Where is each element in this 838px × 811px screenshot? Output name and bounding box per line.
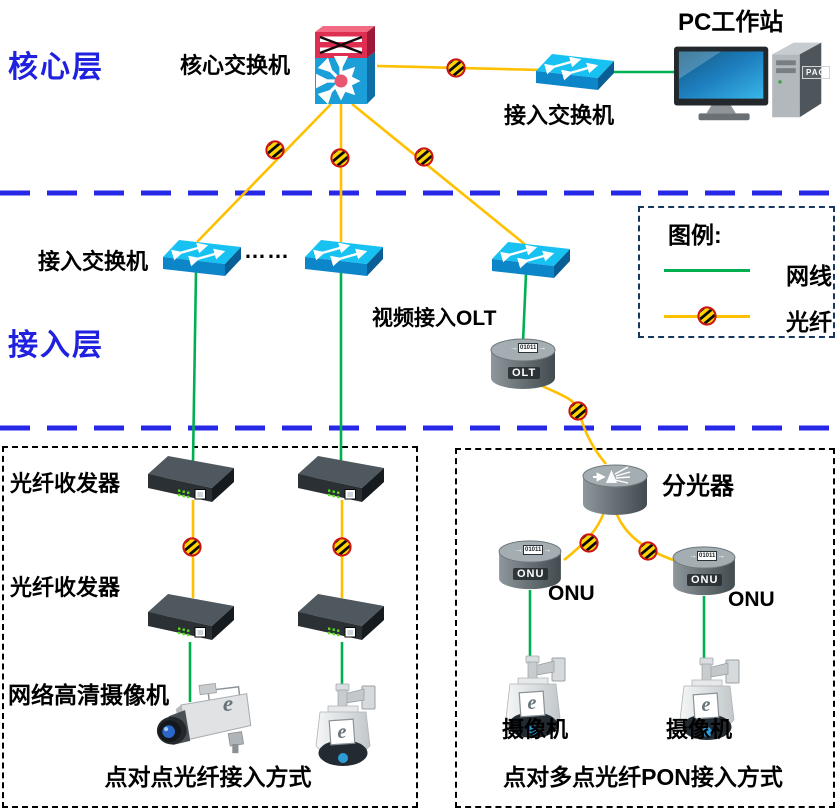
chip-arrow-icon: → (515, 545, 523, 554)
legend-title: 图例: (668, 222, 722, 248)
fiber-connector-icon (638, 541, 658, 561)
camera-brand-logo: e (337, 721, 347, 743)
camera-label-right: 摄像机 (666, 717, 733, 742)
pon-access-group-box (455, 448, 835, 808)
core-switch-icon (315, 26, 375, 105)
chip-arrow-icon: → (538, 343, 547, 352)
fiber-connector-icon (332, 537, 352, 557)
top-access-switch-label: 接入交换机 (504, 103, 615, 128)
legend-row-fiber: 光纤 (664, 306, 832, 335)
pc-workstation-label: PC工作站 (678, 9, 784, 36)
fiber-connector-icon (182, 537, 202, 557)
access-layer-label: 接入层 (8, 329, 104, 362)
legend-ethernet-label: 网线 (786, 263, 832, 289)
onu-device-text-right: ONU (687, 574, 723, 586)
fiber-connector-icon (446, 58, 466, 78)
fiber-connector-icon (330, 148, 350, 168)
left-access-switch-label: 接入交换机 (38, 249, 149, 274)
hd-ip-camera-label: 网络高清摄像机 (8, 682, 169, 708)
video-olt-label: 视频接入OLT (372, 307, 497, 330)
legend-fiber-label: 光纤 (786, 309, 832, 335)
pc-workstation-icon (674, 42, 822, 121)
ellipsis-label: …… (244, 238, 290, 263)
fiber-connector-icon (414, 147, 434, 167)
box-camera-icon (156, 683, 252, 754)
pon-caption: 点对多点光纤PON接入方式 (503, 764, 783, 790)
chip-arrow-icon: → (543, 545, 552, 554)
camera-brand-logo: e (527, 692, 537, 714)
p2p-access-group-box (2, 446, 418, 808)
chip-arrow-icon: → (689, 551, 697, 560)
fiber-connector-icon (568, 401, 588, 421)
fiber-transceiver-icon (148, 594, 236, 650)
splitter-prism-icon (593, 466, 631, 484)
chip-binary-text: 01011 (518, 343, 539, 353)
core-switch-label: 核心交换机 (180, 53, 291, 78)
fiber-transceiver-label-1: 光纤收发器 (10, 471, 121, 496)
olt-device-text: OLT (508, 367, 541, 379)
onu-binary-chip-icon: → 01011 → (689, 551, 725, 561)
fiber-transceiver-icon (298, 456, 386, 512)
camera-brand-logo: e (701, 694, 711, 716)
access-switch-icon-middle (305, 240, 383, 278)
access-switch-icon-left (163, 240, 241, 278)
access-switch-icon-top (536, 54, 614, 92)
onu-label-right: ONU (728, 588, 775, 611)
fiber-transceiver-icon (148, 456, 236, 512)
ethernet-line-sample (664, 269, 750, 272)
onu-device-text-left: ONU (513, 568, 549, 580)
fiber-connector-icon (579, 533, 599, 553)
fiber-connector-icon (697, 306, 717, 326)
fiber-transceiver-label-2: 光纤收发器 (10, 575, 121, 600)
legend-row-ethernet: 网线 (664, 260, 832, 289)
onu-label-left: ONU (548, 582, 595, 605)
chip-binary-text: 01011 (697, 551, 718, 561)
fiber-connector-icon (265, 140, 285, 160)
access-switch-icon-right (492, 242, 570, 280)
fiber-transceiver-icon (298, 594, 386, 650)
splitter-label: 分光器 (662, 473, 734, 500)
core-layer-label: 核心层 (8, 51, 104, 84)
chip-binary-text: 01011 (523, 545, 544, 555)
chip-arrow-icon: → (510, 343, 518, 352)
olt-binary-chip-icon: → 01011 → (510, 343, 546, 353)
legend-box: 图例: 网线 光纤 (638, 206, 835, 338)
camera-label-left: 摄像机 (502, 717, 569, 742)
camera-brand-logo: e (222, 691, 234, 716)
pc-tower-badge: PAG (802, 66, 830, 79)
chip-arrow-icon: → (717, 551, 726, 560)
p2p-caption: 点对点光纤接入方式 (104, 764, 312, 790)
onu-binary-chip-icon: → 01011 → (515, 545, 551, 555)
